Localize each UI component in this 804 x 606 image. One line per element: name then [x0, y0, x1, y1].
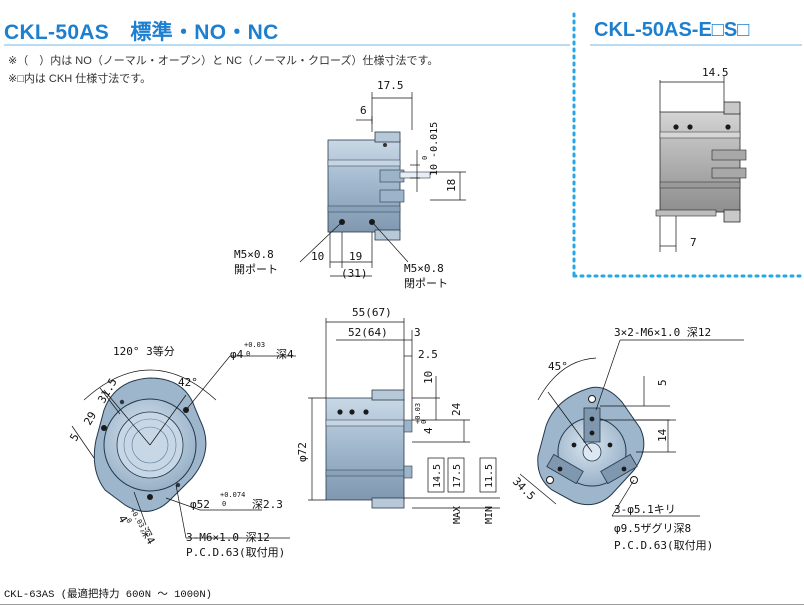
dim-4-tol-lower: 0 [124, 517, 133, 525]
dim-phi52: φ52 [190, 498, 210, 511]
note-ckh: ※□内は CKH 仕様寸法です。 [8, 73, 152, 85]
page-title: CKL-50AS 標準・NO・NC [4, 21, 279, 44]
dim-10-side: 10 [422, 371, 435, 384]
end-view-right-dimension-lines [519, 339, 744, 517]
dim-34-5: 34.5 [510, 475, 538, 503]
dim-phi4-tol2: 0 [246, 350, 250, 358]
dim-10-tol: 10 -0.015 [429, 122, 440, 176]
dim-3: 3 [414, 326, 421, 339]
top-side-dimension-lines [299, 92, 466, 277]
pcd-left: P.C.D.63(取付用) [186, 546, 285, 559]
dim-phi4-tol: +0.03 [244, 341, 265, 349]
dim-depth2-3: 深2.3 [252, 498, 283, 511]
dim-6: 6 [360, 104, 367, 117]
dim-4-side: 4 [422, 427, 435, 434]
main-side-dimension-lines [308, 318, 500, 509]
variant-dim-7: 7 [690, 236, 697, 249]
main-side-view [325, 389, 413, 509]
thread-m6-left: 3-M6×1.0 深12 [186, 531, 270, 544]
dim-14-right: 14 [656, 428, 669, 442]
dim-4-side-tol2: 0 [420, 420, 428, 424]
end-view-right [537, 386, 645, 506]
dim-18: 18 [445, 179, 458, 192]
port-label-left: 開ポート [234, 263, 278, 276]
dim-17-5-stroke: 17.5 [452, 464, 463, 488]
thread-m5-left: M5×0.8 [234, 248, 274, 261]
dim-17-5: 17.5 [377, 79, 404, 92]
counterbore-phi9-5: φ9.5ザグリ深8 [614, 521, 691, 535]
pcd-right: P.C.D.63(取付用) [614, 539, 713, 552]
variant-side-view [655, 101, 747, 223]
end-view-left-dimension-lines [71, 355, 296, 539]
dim-5-right: 5 [656, 379, 669, 386]
label-max: MAX [452, 506, 463, 524]
variant-title-underline [590, 44, 802, 46]
dim-24: 24 [450, 402, 463, 416]
dim-52-64: 52(64) [348, 326, 388, 339]
thread-m6-right: 3×2-M6×1.0 深12 [614, 326, 711, 339]
footer-caption: CKL-63AS (最適把持力 600N ～ 1000N) [4, 589, 212, 601]
dim-depth4-b: 深4 [137, 525, 157, 547]
variant-dimension-lines [659, 76, 725, 252]
thread-m5-right: M5×0.8 [404, 262, 444, 275]
dim-phi52-tol2: 0 [222, 500, 226, 508]
dim-2-5: 2.5 [418, 348, 438, 361]
dim-5-left: 5 [67, 431, 82, 443]
port-label-right: 閉ポート [404, 277, 448, 290]
note-no-nc: ※（ ）内は NO（ノーマル・オープン）と NC（ノーマル・クローズ）仕様寸法で… [8, 55, 439, 67]
dim-phi52-tol: +0.074 [220, 491, 245, 499]
dim-phi72: φ72 [296, 442, 309, 462]
variant-title: CKL-50AS-E□S□ [594, 19, 750, 41]
dim-120-3eq: 120° 3等分 [113, 344, 175, 358]
dim-14-5-stroke: 14.5 [432, 464, 443, 488]
hole-phi5-1: 3-φ5.1キリ [614, 503, 676, 516]
variant-dim-14-5: 14.5 [702, 66, 729, 79]
label-min: MIN [484, 506, 495, 524]
dim-55-67: 55(67) [352, 306, 392, 319]
dim-10-top: 10 [311, 250, 324, 263]
stroke-table [427, 457, 497, 493]
dim-11-5-stroke: 11.5 [484, 464, 495, 488]
dim-45deg: 45° [548, 360, 568, 373]
dim-31: (31) [341, 267, 368, 280]
top-side-view [327, 131, 431, 241]
dim-phi4: φ4 [230, 348, 244, 361]
dim-29: 29 [81, 410, 99, 428]
dim-depth4: 深4 [276, 348, 294, 361]
dim-4-side-tol: +0.03 [414, 403, 422, 424]
dim-42deg: 42° [178, 376, 198, 389]
dim-19: 19 [349, 250, 362, 263]
variant-panel-border [572, 12, 802, 278]
dim-10-tol-upper: 0 [421, 156, 429, 160]
footer-rule [0, 604, 804, 605]
title-underline [4, 44, 570, 46]
